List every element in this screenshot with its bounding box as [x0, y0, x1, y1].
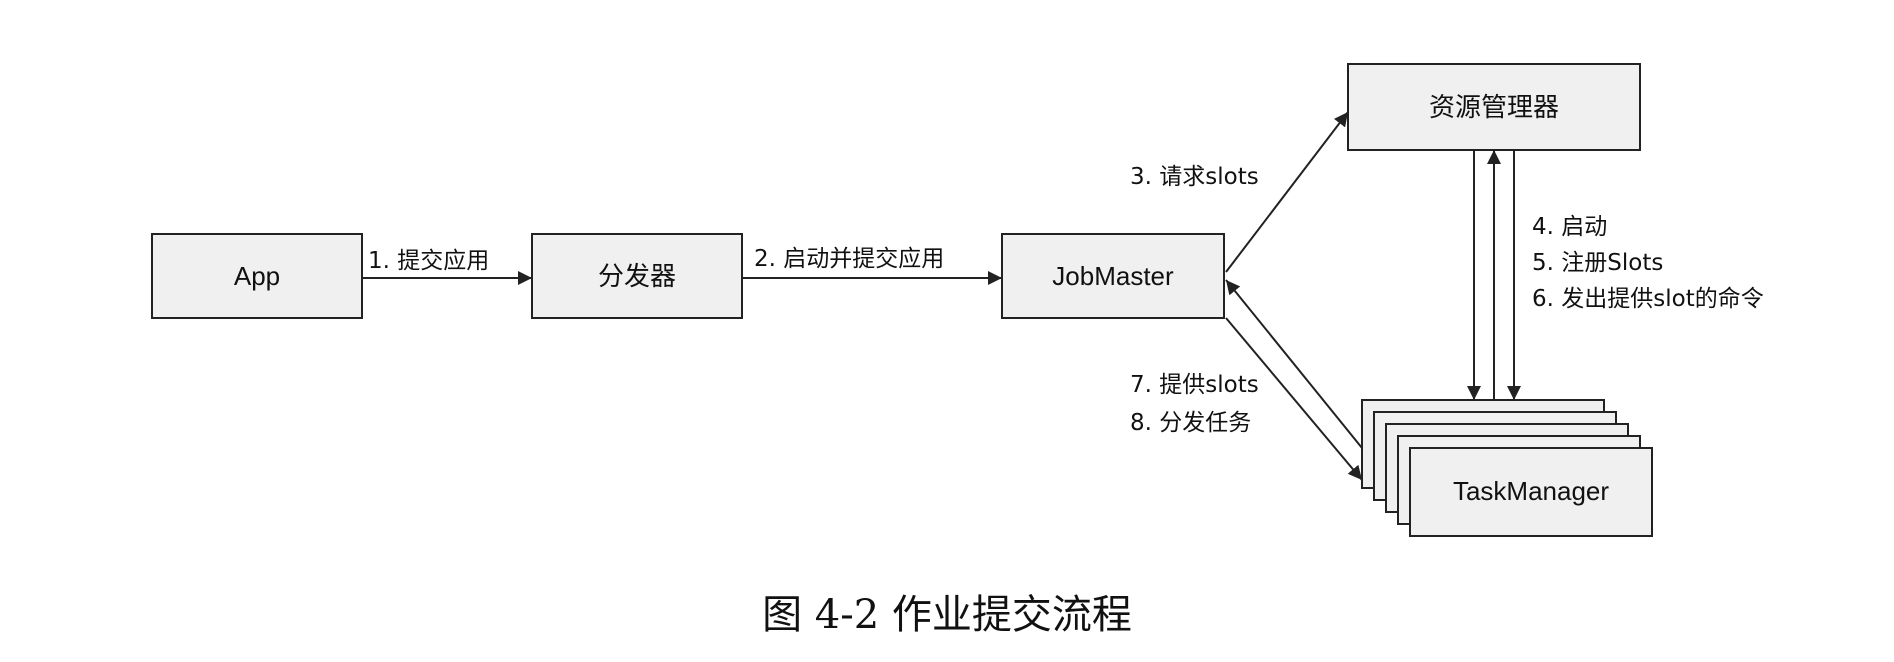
edge-label-request-slots: 3. 请求slots — [1130, 164, 1259, 190]
node-app-label: App — [234, 261, 280, 291]
edge-tm-to-jobmaster — [1225, 279, 1363, 449]
node-dispatcher-label: 分发器 — [598, 261, 676, 291]
node-jobmaster-label: JobMaster — [1052, 261, 1174, 291]
edge-jobmaster-to-resource-manager — [1225, 111, 1349, 273]
edge-label-rm-tm-3: 6. 发出提供slot的命令 — [1532, 286, 1764, 312]
edge-label-tm-jm-2: 8. 分发任务 — [1130, 410, 1251, 436]
node-taskmanager-label: TaskManager — [1453, 476, 1609, 506]
edge-label-rm-tm-1: 4. 启动 — [1532, 214, 1607, 240]
node-taskmanager — [1409, 447, 1653, 537]
node-resource-manager-label: 资源管理器 — [1429, 92, 1559, 122]
edge-label-rm-tm-2: 5. 注册Slots — [1532, 250, 1663, 276]
node-taskmanager-stack: TaskManager — [1361, 399, 1653, 537]
node-app: App — [151, 233, 363, 319]
edge-label-submit-app: 1. 提交应用 — [368, 248, 489, 274]
node-jobmaster: JobMaster — [1001, 233, 1225, 319]
node-resource-manager: 资源管理器 — [1347, 63, 1641, 151]
figure-caption: 图 4-2 作业提交流程 — [762, 592, 1132, 638]
edge-label-start-submit: 2. 启动并提交应用 — [754, 246, 944, 272]
node-dispatcher: 分发器 — [531, 233, 743, 319]
edge-jobmaster-to-tm — [1225, 317, 1363, 481]
edge-label-tm-jm-1: 7. 提供slots — [1130, 372, 1259, 398]
